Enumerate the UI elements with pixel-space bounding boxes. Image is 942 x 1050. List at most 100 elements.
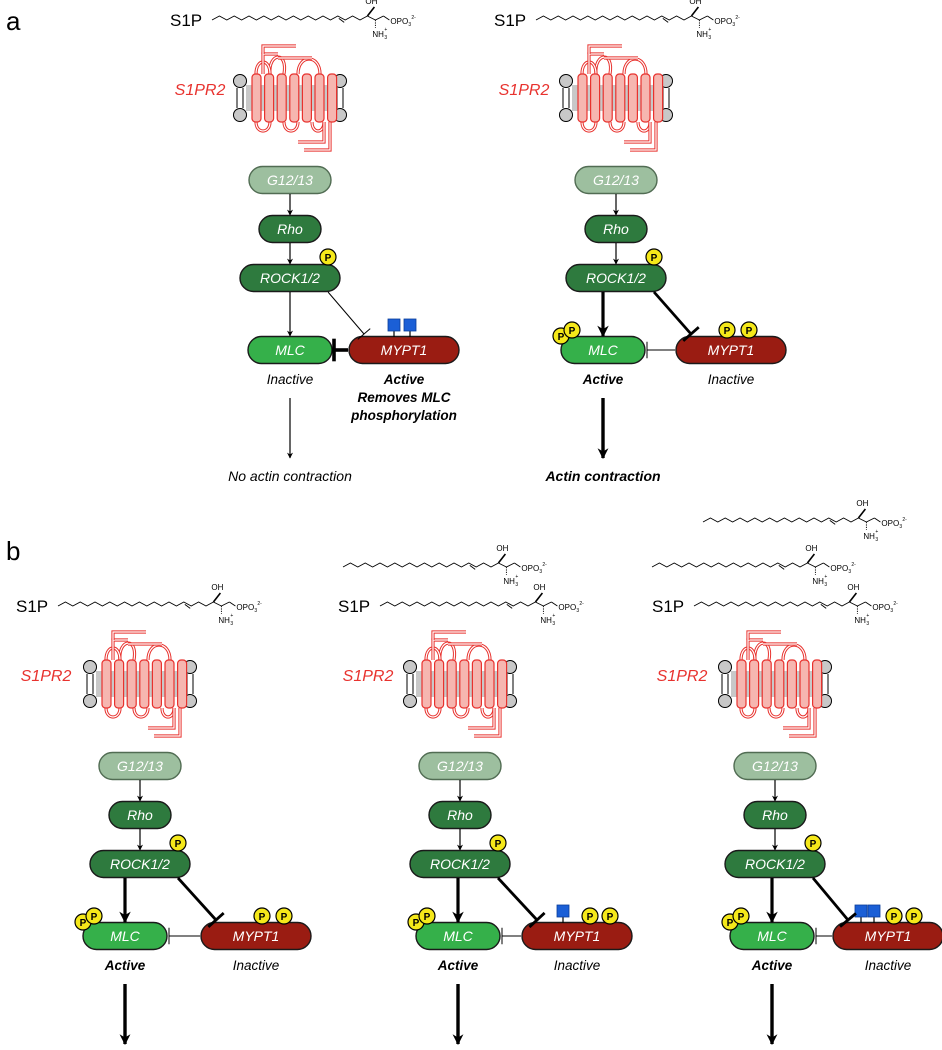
phospho-label: P — [651, 253, 658, 264]
transmembrane-helix — [748, 659, 760, 709]
backbone-bond — [543, 601, 552, 607]
backbone-bond — [229, 601, 236, 607]
phospho-label: P — [724, 326, 731, 337]
phospho-circle — [489, 834, 507, 852]
inhibit-rock-to-mypt1 — [176, 877, 218, 921]
rho-box: Rho — [108, 800, 172, 830]
mypt1-phospho: P — [581, 907, 599, 925]
transmembrane-helix — [251, 73, 262, 123]
nh3-superscript: + — [515, 574, 518, 580]
transmembrane-helix — [421, 659, 432, 709]
mlc-state-label: Active — [751, 958, 793, 973]
oh-bond — [497, 553, 507, 564]
receptor-loop — [466, 643, 492, 661]
phospho-circle — [718, 321, 736, 339]
transmembrane-helix — [264, 73, 275, 123]
transmembrane-helix — [301, 73, 312, 123]
receptor-loop — [452, 707, 470, 719]
transmembrane-helix — [640, 73, 651, 123]
rho-box: Rho — [428, 800, 492, 830]
rho-box-label: Rho — [277, 221, 303, 237]
phospho-circle — [319, 248, 337, 266]
alkyl-chain — [342, 562, 499, 568]
transmembrane-helix — [761, 659, 772, 709]
g1213-box-label: G12/13 — [752, 758, 798, 774]
opo3-label: OPO — [390, 17, 408, 26]
g1213-box-label: G12/13 — [437, 758, 483, 774]
phospho-label: P — [587, 912, 594, 923]
alkyl-chain — [702, 517, 859, 523]
s1pr2-label: S1PR2 — [657, 668, 708, 685]
receptor-loop — [296, 57, 322, 75]
g1213-box-shape — [733, 751, 817, 781]
phospho-label: P — [911, 912, 918, 923]
backbone-bond — [699, 15, 708, 21]
g1213-box-shape — [248, 165, 332, 195]
transmembrane-helix — [276, 73, 287, 123]
transmembrane-helix — [289, 73, 300, 123]
receptor-loop — [424, 707, 442, 719]
mypt1-box-shape — [200, 921, 312, 951]
rho-box: Rho — [584, 214, 648, 244]
lipid-head — [403, 660, 417, 674]
transmembrane-helix — [615, 73, 626, 123]
rock-box: ROCK1/2 — [89, 849, 191, 879]
phospho-label: P — [80, 918, 87, 929]
backbone-bond — [707, 15, 714, 21]
transmembrane-helix — [126, 659, 137, 709]
inhibit-rock-to-mypt1-bar — [528, 911, 546, 929]
g1213-box: G12/13 — [733, 751, 817, 781]
rock-box-label: ROCK1/2 — [745, 856, 805, 872]
c-terminus — [154, 708, 182, 738]
transmembrane-helix — [652, 73, 664, 123]
lipid-head — [718, 694, 732, 708]
transmembrane-helix — [497, 659, 508, 709]
transmembrane-helix — [177, 659, 188, 709]
s1p-label: S1P — [494, 11, 526, 30]
phospho-circle — [581, 907, 599, 925]
transmembrane-helix — [151, 659, 162, 709]
backbone-bond — [213, 601, 222, 607]
transmembrane-helix — [101, 659, 112, 709]
rho-box-shape — [258, 214, 322, 244]
mlc-state-label: Active — [437, 958, 479, 973]
glcnac-square — [403, 318, 417, 332]
s1p-label: S1P — [652, 597, 684, 616]
rock-phospho: P — [489, 834, 507, 852]
rock-box-shape — [239, 263, 341, 293]
n-terminus-inner — [432, 631, 466, 640]
oh-label: OH — [847, 583, 859, 592]
backbone-bond — [535, 601, 544, 607]
mlc-box-label: MLC — [757, 928, 787, 944]
nh3-subscript: 3 — [515, 582, 518, 588]
transmembrane-helix — [327, 73, 338, 123]
nh3-superscript: + — [230, 613, 233, 619]
oh-bond — [848, 592, 858, 603]
backbone-bond — [807, 562, 816, 568]
g1213-box: G12/13 — [574, 165, 658, 195]
nh3-superscript: + — [875, 529, 878, 535]
c-terminus — [789, 708, 817, 738]
n-terminus-inner — [747, 631, 781, 640]
phospho-label: P — [325, 253, 332, 264]
g1213-box-shape — [98, 751, 182, 781]
receptor-loop-inner — [581, 121, 597, 132]
oh-label: OH — [805, 544, 817, 553]
opo3-superscript: 2- — [579, 601, 584, 607]
panel-b-label: b — [6, 536, 20, 566]
phospho-label: P — [569, 326, 576, 337]
s1pr2-receptor — [403, 630, 517, 738]
oh-bond — [212, 592, 222, 603]
nh3-subscript: 3 — [875, 537, 878, 543]
backbone-bond — [514, 562, 521, 568]
alkyl-chain — [651, 562, 808, 568]
mlc-box: MLC — [560, 335, 646, 365]
g1213-box-label: G12/13 — [593, 172, 639, 188]
inhibit-rock-to-mypt1-bar — [357, 328, 371, 340]
backbone-bond — [858, 517, 867, 523]
rho-box-shape — [428, 800, 492, 830]
oh-label: OH — [856, 499, 868, 508]
mypt1-glcnac — [854, 904, 868, 923]
mypt1-state-label: Inactive — [233, 958, 280, 973]
